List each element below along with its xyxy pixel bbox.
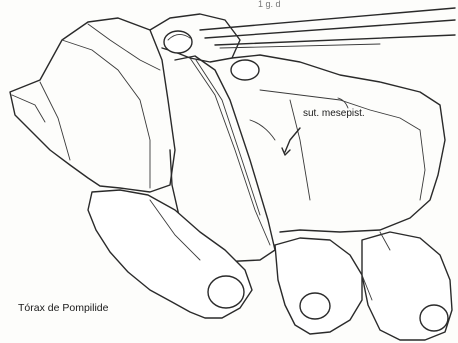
wing-vein-1 — [200, 8, 455, 30]
mesonotum-outline — [150, 14, 240, 62]
fore-leg-socket — [208, 276, 244, 308]
wing-vein-3 — [215, 35, 455, 45]
wing-vein-2 — [205, 20, 455, 38]
spiracle — [231, 60, 259, 80]
annotation-arrow — [285, 128, 300, 152]
mid-leg-socket — [300, 293, 330, 319]
episternal-line — [190, 58, 270, 245]
hind-leg-socket — [420, 305, 448, 331]
mesepisternal-suture-label: sut. mesepist. — [303, 109, 365, 119]
figure-caption: Tórax de Pompilide — [18, 303, 108, 314]
top-label: 1 g. d — [258, 0, 281, 9]
mid-coxa — [275, 238, 362, 334]
